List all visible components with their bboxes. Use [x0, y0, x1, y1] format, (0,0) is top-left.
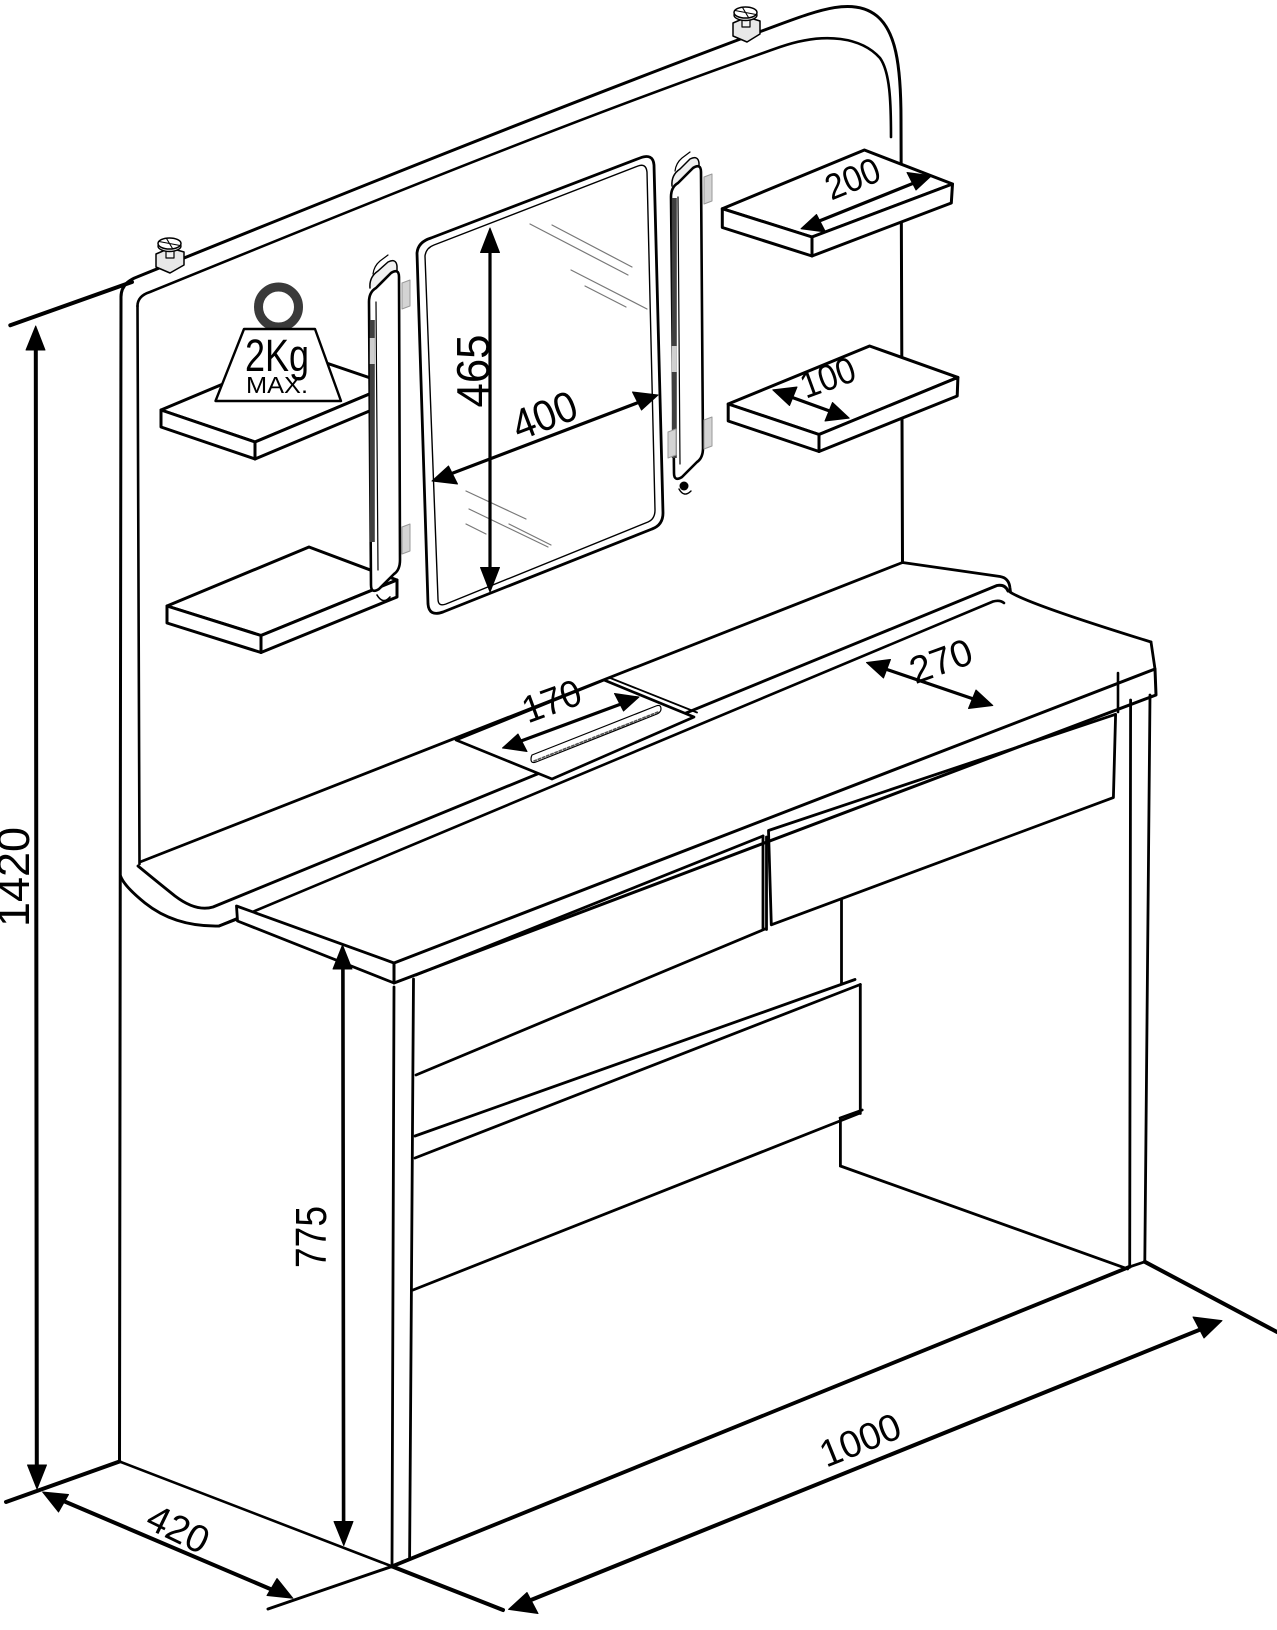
svg-text:465: 465	[447, 335, 499, 408]
svg-text:MAX.: MAX.	[246, 372, 308, 398]
svg-text:775: 775	[287, 1206, 336, 1268]
svg-text:1420: 1420	[0, 827, 39, 927]
svg-text:420: 420	[140, 1496, 216, 1563]
svg-text:2Kg: 2Kg	[245, 330, 309, 381]
